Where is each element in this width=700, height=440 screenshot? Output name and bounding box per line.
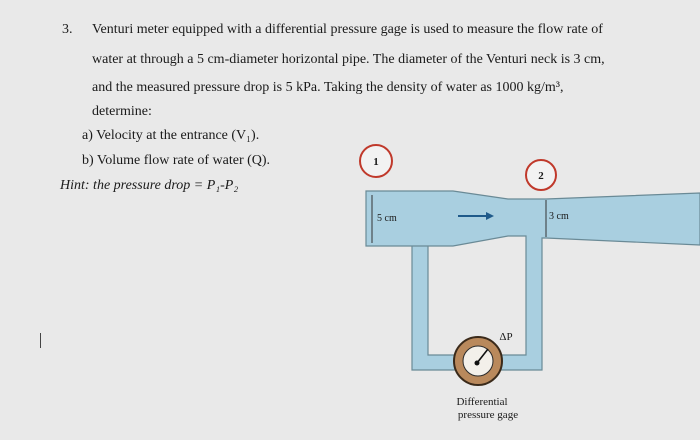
question-line-1: Venturi meter equipped with a differenti… — [92, 22, 603, 37]
gage-caption-line-1: Differential — [456, 396, 507, 408]
question-number: 3. — [62, 22, 73, 37]
neck-diameter-label: 3 cm — [549, 211, 569, 222]
inlet-diameter-label: 5 cm — [377, 213, 397, 224]
venturi-pipe — [365, 190, 700, 371]
gage-needle — [476, 348, 489, 364]
delta-p-label: ΔP — [499, 331, 512, 343]
text-cursor — [40, 333, 41, 348]
question-line-2: water at through a 5 cm-diameter horizon… — [92, 52, 605, 67]
gage-needle-hub — [474, 360, 480, 366]
part-b: b) Volume flow rate of water (Q). — [82, 153, 271, 168]
hint-text: Hint: the pressure drop = P₁-P₂ — [60, 178, 239, 193]
part-a: a) Velocity at the entrance (V₁). — [82, 128, 260, 143]
flow-arrow-head — [486, 212, 494, 220]
question-line-4: determine: — [92, 104, 152, 119]
point-1-marker — [359, 144, 393, 178]
point-2-marker — [525, 159, 557, 191]
point-1-label: 1 — [373, 156, 379, 168]
gage-caption-line-2: pressure gage — [458, 409, 518, 421]
point-2-label: 2 — [538, 170, 544, 182]
question-line-3: and the measured pressure drop is 5 kPa.… — [92, 80, 564, 95]
